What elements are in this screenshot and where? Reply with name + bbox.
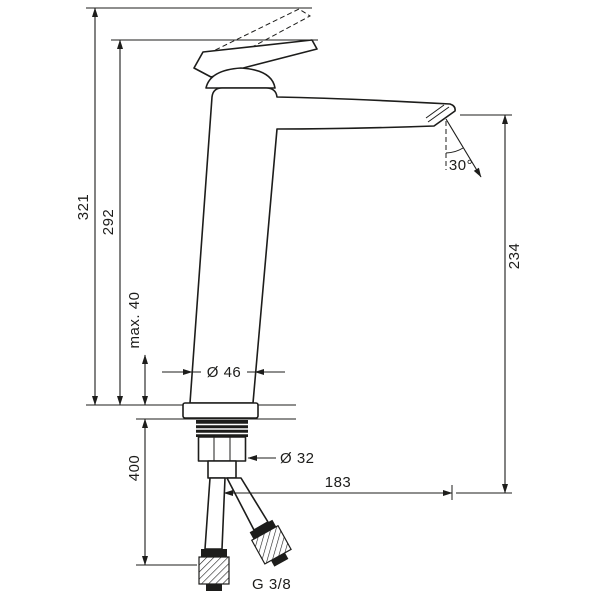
dimension-outlet-angle: 30° <box>445 118 482 178</box>
supply-hose-left <box>204 477 226 550</box>
angle-arc <box>445 147 464 154</box>
dimension-label-183: 183 <box>325 474 352 491</box>
dimension-label-max-40: max. 40 <box>126 292 143 349</box>
seal-block <box>196 420 248 437</box>
dimension-label-321: 321 <box>75 194 92 221</box>
base-flange <box>182 402 259 419</box>
dimension-label-30-degrees: 30° <box>449 157 473 174</box>
lever-handle <box>193 39 318 78</box>
shank <box>207 460 237 479</box>
dimension-label-diameter-46: Ø 46 <box>207 364 242 381</box>
faucet-outline <box>86 8 456 591</box>
faucet-body-and-spout <box>189 87 456 404</box>
mounting-nut <box>197 436 247 462</box>
dimension-overall-height: 321 <box>75 7 98 406</box>
hose-connector-left <box>198 549 230 591</box>
label-backplate <box>201 362 247 381</box>
dimension-label-g38: G 3/8 <box>252 576 291 593</box>
hose-connector-right <box>249 519 292 567</box>
dimension-shank-diameter: Ø 32 <box>247 450 315 467</box>
aerator-icon <box>425 104 450 123</box>
dimension-label-400: 400 <box>126 455 143 482</box>
supply-hose-right <box>226 477 269 531</box>
dimension-hose-length: 400 <box>126 418 148 566</box>
dimension-label-292: 292 <box>100 209 117 236</box>
dimension-base-diameter: Ø 46 <box>162 362 285 381</box>
dimension-max-deck-thickness: max. 40 <box>126 292 148 406</box>
cartridge-dome <box>205 67 276 89</box>
dimension-label-diameter-32: Ø 32 <box>280 450 315 467</box>
dimension-annotations: 321 292 max. 40 400 234 183 <box>75 7 523 593</box>
flow-direction-arrow <box>445 118 482 178</box>
extension-lines <box>86 7 512 566</box>
dimension-lever-height: 292 <box>100 39 123 406</box>
dimension-label-234: 234 <box>506 243 523 270</box>
dimension-outlet-reach: 183 <box>223 474 453 496</box>
dimension-outlet-height: 234 <box>502 114 523 494</box>
